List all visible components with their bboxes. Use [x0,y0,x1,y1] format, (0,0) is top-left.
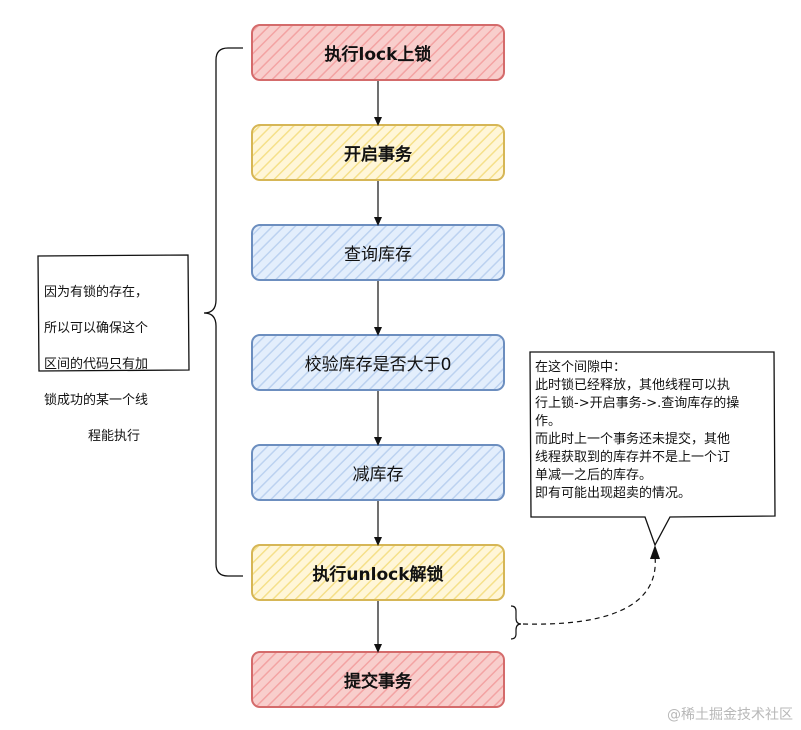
watermark: @稀土掘金技术社区 [667,707,793,723]
step-box-reduce-stock[interactable] [251,444,505,501]
left-note-line: 因为有锁的存在， [44,285,149,300]
left-brace [203,47,243,577]
left-note-line: 区间的代码只有加 [44,357,149,372]
step-box-unlock[interactable] [251,544,505,601]
step-box-query-stock[interactable] [251,224,505,281]
right-note-callout[interactable] [529,351,776,547]
right-note-text: 在这个间隙中： 此时锁已经释放，其他线程可以执 行上锁->开启事务->.查询库存… [535,360,740,501]
left-note-text: 因为有锁的存在， 所以可以确保这个 区间的代码只有加 锁成功的某一个线 程能执行 [44,266,184,464]
left-note-line: 程能执行 [87,429,140,444]
step-box-lock[interactable] [251,24,505,81]
left-note-line: 锁成功的某一个线 [44,393,149,408]
left-note-box[interactable] [37,254,190,372]
step-box-commit[interactable] [251,651,505,708]
gap-brace [510,605,522,640]
step-box-begin-transaction[interactable] [251,124,505,181]
connector-arrowhead [650,545,660,559]
gap-connector-dashed [522,555,656,625]
step-box-check-stock[interactable] [251,334,505,391]
left-note-line: 所以可以确保这个 [44,321,149,336]
